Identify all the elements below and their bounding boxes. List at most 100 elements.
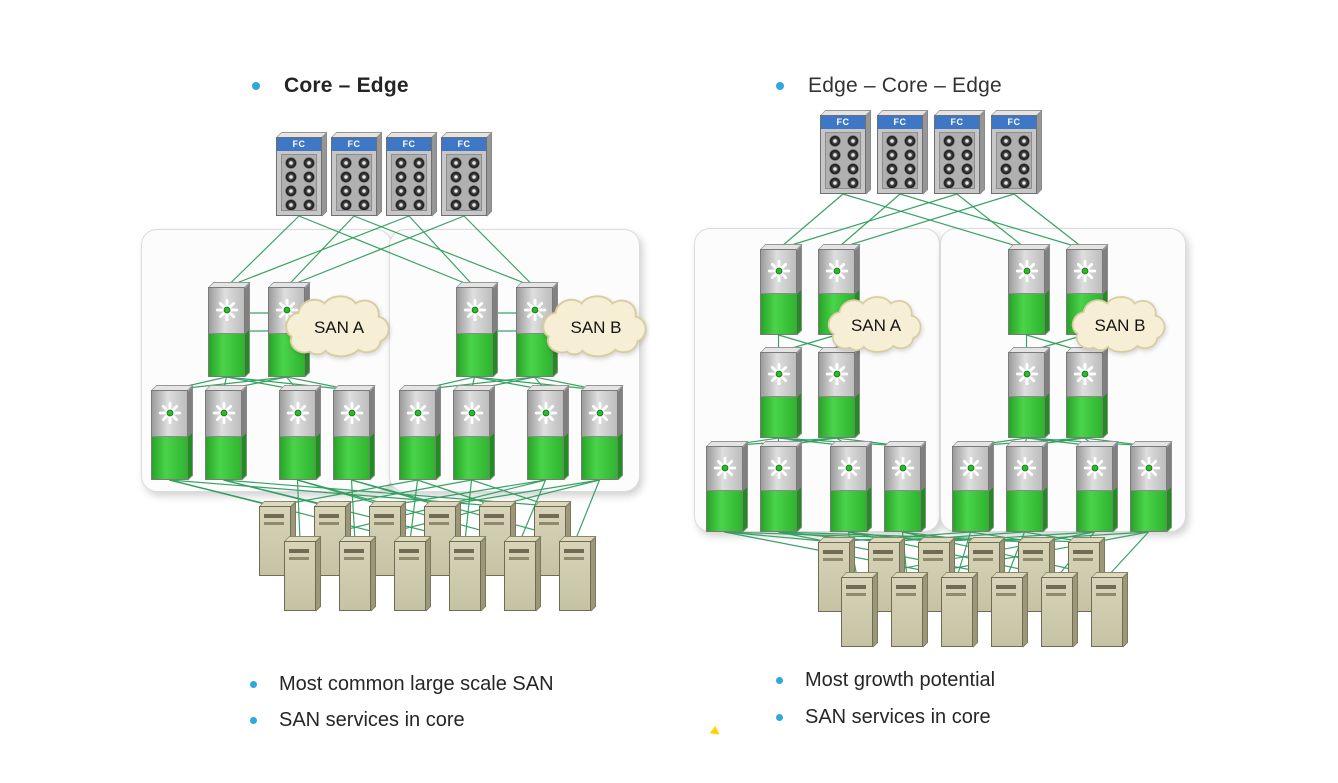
connection-line bbox=[956, 193, 1027, 250]
fc-storage-array-icon: FC bbox=[331, 132, 382, 216]
connection-line bbox=[836, 193, 1015, 250]
connection-line bbox=[226, 215, 300, 288]
switch-starburst-icon bbox=[463, 299, 486, 322]
switch-panel bbox=[152, 391, 187, 437]
array-face: FC bbox=[331, 137, 377, 216]
server-icon bbox=[394, 536, 431, 611]
box-side-face bbox=[377, 132, 382, 216]
cloud-label: SAN B bbox=[1094, 316, 1146, 335]
connection-line bbox=[286, 215, 465, 288]
switch-face bbox=[830, 446, 867, 532]
box-side-face bbox=[797, 244, 802, 335]
connection-line bbox=[408, 215, 475, 288]
edge-switch-icon bbox=[333, 385, 375, 480]
box-side-face bbox=[1045, 244, 1050, 335]
box-side-face bbox=[1073, 572, 1078, 647]
server-icon bbox=[991, 572, 1028, 647]
panel-title: Core – Edge bbox=[284, 74, 409, 97]
box-side-face bbox=[245, 282, 250, 377]
box-side-face bbox=[923, 572, 928, 647]
connection-line bbox=[842, 193, 1027, 250]
switch-starburst-icon bbox=[767, 260, 790, 283]
switch-ports bbox=[1067, 396, 1102, 437]
disk-grid-icon bbox=[281, 154, 317, 211]
edge-switch-icon bbox=[279, 385, 321, 480]
edge-switch-icon bbox=[884, 441, 926, 532]
disk-grid-icon bbox=[825, 132, 861, 189]
cloud-label: SAN A bbox=[850, 316, 902, 335]
server-icon bbox=[284, 536, 321, 611]
core-switch-icon bbox=[818, 347, 860, 438]
edge-switch-icon bbox=[1008, 244, 1050, 335]
switch-ports bbox=[582, 436, 617, 479]
box-side-face bbox=[242, 385, 247, 480]
edge-switch-icon bbox=[830, 441, 872, 532]
box-side-face bbox=[316, 536, 321, 611]
edge-switch-icon bbox=[205, 385, 247, 480]
box-side-face bbox=[487, 132, 492, 216]
switch-ports bbox=[209, 333, 244, 376]
switch-panel bbox=[761, 250, 796, 294]
note-text: SAN services in core bbox=[805, 706, 991, 728]
server-face bbox=[504, 541, 536, 611]
switch-ports bbox=[457, 333, 492, 376]
array-face: FC bbox=[877, 115, 923, 194]
switch-panel bbox=[209, 288, 244, 334]
switch-panel bbox=[953, 447, 988, 491]
server-face bbox=[339, 541, 371, 611]
bullet-icon bbox=[776, 82, 784, 90]
connection-line bbox=[286, 215, 355, 288]
switch-panel bbox=[819, 353, 854, 397]
fc-label: FC bbox=[387, 138, 431, 151]
connection-line bbox=[463, 215, 535, 288]
bullet-icon bbox=[776, 677, 783, 684]
switch-starburst-icon bbox=[767, 457, 790, 480]
switch-face bbox=[581, 390, 618, 480]
switch-starburst-icon bbox=[1015, 363, 1038, 386]
switch-face bbox=[205, 390, 242, 480]
box-side-face bbox=[371, 536, 376, 611]
switch-panel bbox=[1007, 447, 1042, 491]
cloud-shape-icon bbox=[542, 295, 647, 358]
fc-label: FC bbox=[277, 138, 321, 151]
box-side-face bbox=[188, 385, 193, 480]
fc-storage-array-icon: FC bbox=[934, 110, 985, 194]
switch-face bbox=[1008, 352, 1045, 438]
switch-face bbox=[1006, 446, 1043, 532]
box-side-face bbox=[1113, 441, 1118, 532]
core-switch-icon bbox=[208, 282, 250, 377]
array-face: FC bbox=[820, 115, 866, 194]
switch-ports bbox=[1009, 396, 1044, 437]
server-icon bbox=[841, 572, 878, 647]
core-switch-icon bbox=[456, 282, 498, 377]
switch-panel bbox=[280, 391, 315, 437]
box-side-face bbox=[866, 110, 871, 194]
switch-ports bbox=[761, 396, 796, 437]
switch-panel bbox=[707, 447, 742, 491]
connection-line bbox=[778, 193, 958, 250]
connection-line bbox=[778, 193, 844, 250]
switch-ports bbox=[206, 436, 241, 479]
server-icon bbox=[504, 536, 541, 611]
san-a-cloud: SAN A bbox=[281, 293, 397, 363]
box-side-face bbox=[591, 536, 596, 611]
switch-ports bbox=[1077, 490, 1112, 531]
switch-panel bbox=[206, 391, 241, 437]
box-side-face bbox=[536, 536, 541, 611]
switch-starburst-icon bbox=[959, 457, 982, 480]
box-side-face bbox=[432, 132, 437, 216]
switch-starburst-icon bbox=[406, 402, 429, 425]
switch-starburst-icon bbox=[275, 299, 298, 322]
bullet-icon bbox=[252, 82, 260, 90]
switch-ports bbox=[1007, 490, 1042, 531]
fc-label: FC bbox=[935, 116, 979, 129]
box-side-face bbox=[436, 385, 441, 480]
switch-starburst-icon bbox=[891, 457, 914, 480]
switch-face bbox=[399, 390, 436, 480]
switch-ports bbox=[953, 490, 988, 531]
switch-face bbox=[151, 390, 188, 480]
connection-line bbox=[409, 479, 419, 542]
box-side-face bbox=[980, 110, 985, 194]
edge-core-edge-title-row: Edge – Core – Edge bbox=[776, 74, 1002, 98]
switch-panel bbox=[1067, 250, 1102, 294]
